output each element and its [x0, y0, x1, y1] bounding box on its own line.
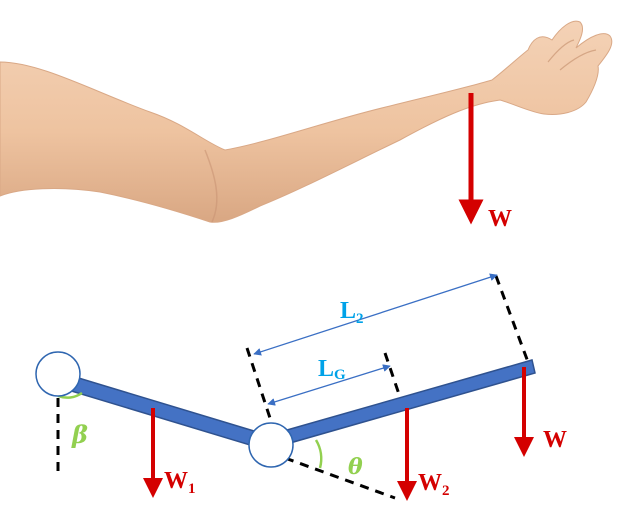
lg-dimension-arrow [267, 364, 391, 406]
l2-dimension-arrow [253, 273, 498, 356]
lg-label: LG [318, 356, 346, 383]
w1-label: W1 [164, 468, 196, 497]
elbow-angle-arc [314, 439, 323, 469]
hand-weight-label: W [488, 206, 512, 232]
arm-photo: W [0, 20, 613, 232]
upper-arm-segment [67, 375, 265, 449]
shoulder-joint [35, 351, 81, 397]
elbow-joint [248, 422, 294, 468]
arm-elbow-crease [204, 149, 218, 223]
finger-lines [547, 39, 597, 71]
beta-label: β [71, 420, 88, 449]
w2-label: W2 [418, 470, 450, 499]
l2-end-dashed [494, 275, 530, 363]
elbow-extension-dashed [284, 456, 396, 500]
w-hand-label: W [543, 427, 567, 453]
theta-label: θ [348, 454, 363, 480]
arm-silhouette [0, 20, 613, 223]
l2-start-dashed [245, 347, 272, 419]
arm-model: W1 W2 W L2 LG β θ [35, 273, 567, 501]
l2-label: L2 [340, 298, 364, 327]
